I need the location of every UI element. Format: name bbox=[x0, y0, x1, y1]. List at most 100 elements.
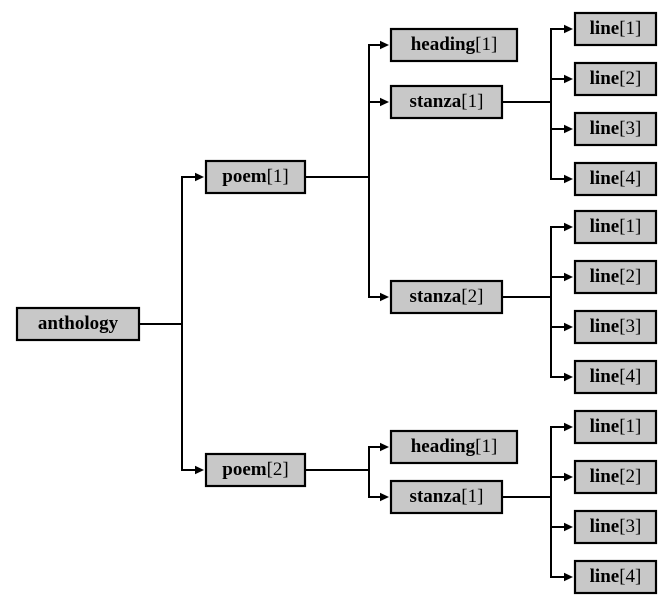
node-box[interactable] bbox=[389, 429, 519, 465]
node-label-index: [1] bbox=[461, 91, 483, 112]
node-label-index: [2] bbox=[619, 266, 641, 287]
node-p1stanza2[interactable]: stanza[2] bbox=[389, 279, 504, 315]
node-s3line4[interactable]: line[4] bbox=[573, 559, 658, 595]
node-s1line3[interactable]: line[3] bbox=[573, 111, 658, 147]
arrow-head-icon bbox=[380, 492, 389, 502]
node-label: line[3] bbox=[590, 118, 642, 139]
node-label-name: stanza bbox=[410, 286, 462, 307]
node-label-index: [4] bbox=[619, 168, 641, 189]
edge-p1stanza2-to-s2line1 bbox=[503, 222, 573, 298]
node-box[interactable] bbox=[204, 452, 307, 488]
edge-path bbox=[306, 446, 382, 471]
edge-path bbox=[503, 226, 566, 298]
node-label-index: [3] bbox=[619, 316, 641, 337]
node-label: line[1] bbox=[590, 18, 642, 39]
node-label-name: stanza bbox=[410, 91, 462, 112]
node-box[interactable] bbox=[573, 409, 658, 445]
node-s2line1[interactable]: line[1] bbox=[573, 209, 658, 245]
node-box[interactable] bbox=[204, 159, 307, 195]
node-s2line2[interactable]: line[2] bbox=[573, 259, 658, 295]
edge-path bbox=[503, 296, 566, 328]
node-label-index: [4] bbox=[619, 366, 641, 387]
node-s1line2[interactable]: line[2] bbox=[573, 61, 658, 97]
node-label-name: line bbox=[590, 366, 620, 387]
node-label: line[2] bbox=[590, 266, 642, 287]
edge-anthology-to-poem1 bbox=[140, 172, 204, 325]
arrow-head-icon bbox=[564, 522, 573, 532]
arrow-head-icon bbox=[564, 222, 573, 232]
node-label-index: [1] bbox=[267, 166, 289, 187]
edge-path bbox=[503, 476, 566, 498]
node-p1stanza1[interactable]: stanza[1] bbox=[389, 84, 504, 120]
node-box[interactable] bbox=[573, 309, 658, 345]
node-box[interactable] bbox=[573, 111, 658, 147]
edges-layer bbox=[140, 24, 573, 582]
edge-path bbox=[306, 44, 382, 178]
edge-p1stanza1-to-s1line2 bbox=[503, 74, 573, 103]
edge-path bbox=[306, 101, 382, 178]
arrow-head-icon bbox=[564, 422, 573, 432]
edge-p2stanza1-to-s3line2 bbox=[503, 472, 573, 498]
node-box[interactable] bbox=[389, 27, 519, 63]
edge-path bbox=[503, 296, 566, 378]
node-label-index: [1] bbox=[475, 34, 497, 55]
node-box[interactable] bbox=[573, 509, 658, 545]
edge-path bbox=[503, 496, 566, 528]
node-p1heading1[interactable]: heading[1] bbox=[389, 27, 519, 63]
node-label-index: [2] bbox=[267, 459, 289, 480]
node-box[interactable] bbox=[573, 161, 658, 197]
arrow-head-icon bbox=[564, 24, 573, 34]
edge-poem2-to-p2stanza1 bbox=[306, 469, 389, 502]
node-label-name: poem bbox=[222, 459, 267, 480]
arrow-head-icon bbox=[564, 572, 573, 582]
node-s1line4[interactable]: line[4] bbox=[573, 161, 658, 197]
edge-path bbox=[503, 78, 566, 103]
node-box[interactable] bbox=[389, 479, 504, 515]
node-label-name: poem bbox=[222, 166, 267, 187]
node-box[interactable] bbox=[573, 559, 658, 595]
node-s3line2[interactable]: line[2] bbox=[573, 459, 658, 495]
node-box[interactable] bbox=[389, 279, 504, 315]
node-p2heading1[interactable]: heading[1] bbox=[389, 429, 519, 465]
node-label: stanza[1] bbox=[410, 91, 484, 112]
node-poem1[interactable]: poem[1] bbox=[204, 159, 307, 195]
node-label: poem[1] bbox=[222, 166, 288, 187]
node-label-name: line bbox=[590, 18, 620, 39]
node-box[interactable] bbox=[389, 84, 504, 120]
node-box[interactable] bbox=[15, 306, 141, 342]
node-box[interactable] bbox=[573, 209, 658, 245]
arrow-head-icon bbox=[195, 172, 204, 182]
node-s3line3[interactable]: line[3] bbox=[573, 509, 658, 545]
node-s2line4[interactable]: line[4] bbox=[573, 359, 658, 395]
node-poem2[interactable]: poem[2] bbox=[204, 452, 307, 488]
node-label: stanza[2] bbox=[410, 286, 484, 307]
edge-path bbox=[140, 176, 197, 325]
node-s2line3[interactable]: line[3] bbox=[573, 309, 658, 345]
node-box[interactable] bbox=[573, 459, 658, 495]
node-label-name: line bbox=[590, 168, 620, 189]
node-label: heading[1] bbox=[411, 34, 498, 55]
nodes-layer: anthologypoem[1]poem[2]heading[1]stanza[… bbox=[15, 11, 658, 595]
node-label-name: line bbox=[590, 266, 620, 287]
edge-poem1-to-p1heading1 bbox=[306, 40, 389, 178]
node-label-index: [1] bbox=[619, 216, 641, 237]
edge-poem2-to-p2heading1 bbox=[306, 442, 389, 471]
node-anthology[interactable]: anthology bbox=[15, 306, 141, 342]
node-label: line[4] bbox=[590, 366, 642, 387]
node-label: line[1] bbox=[590, 416, 642, 437]
node-box[interactable] bbox=[573, 61, 658, 97]
node-box[interactable] bbox=[573, 259, 658, 295]
node-box[interactable] bbox=[573, 11, 658, 47]
edge-poem1-to-p1stanza1 bbox=[306, 97, 389, 178]
node-label-name: line bbox=[590, 566, 620, 587]
node-s1line1[interactable]: line[1] bbox=[573, 11, 658, 47]
node-label-name: line bbox=[590, 118, 620, 139]
node-label-name: line bbox=[590, 466, 620, 487]
edge-path bbox=[503, 101, 566, 180]
node-s3line1[interactable]: line[1] bbox=[573, 409, 658, 445]
node-box[interactable] bbox=[573, 359, 658, 395]
node-label-name: line bbox=[590, 416, 620, 437]
node-p2stanza1[interactable]: stanza[1] bbox=[389, 479, 504, 515]
node-label-index: [1] bbox=[475, 436, 497, 457]
